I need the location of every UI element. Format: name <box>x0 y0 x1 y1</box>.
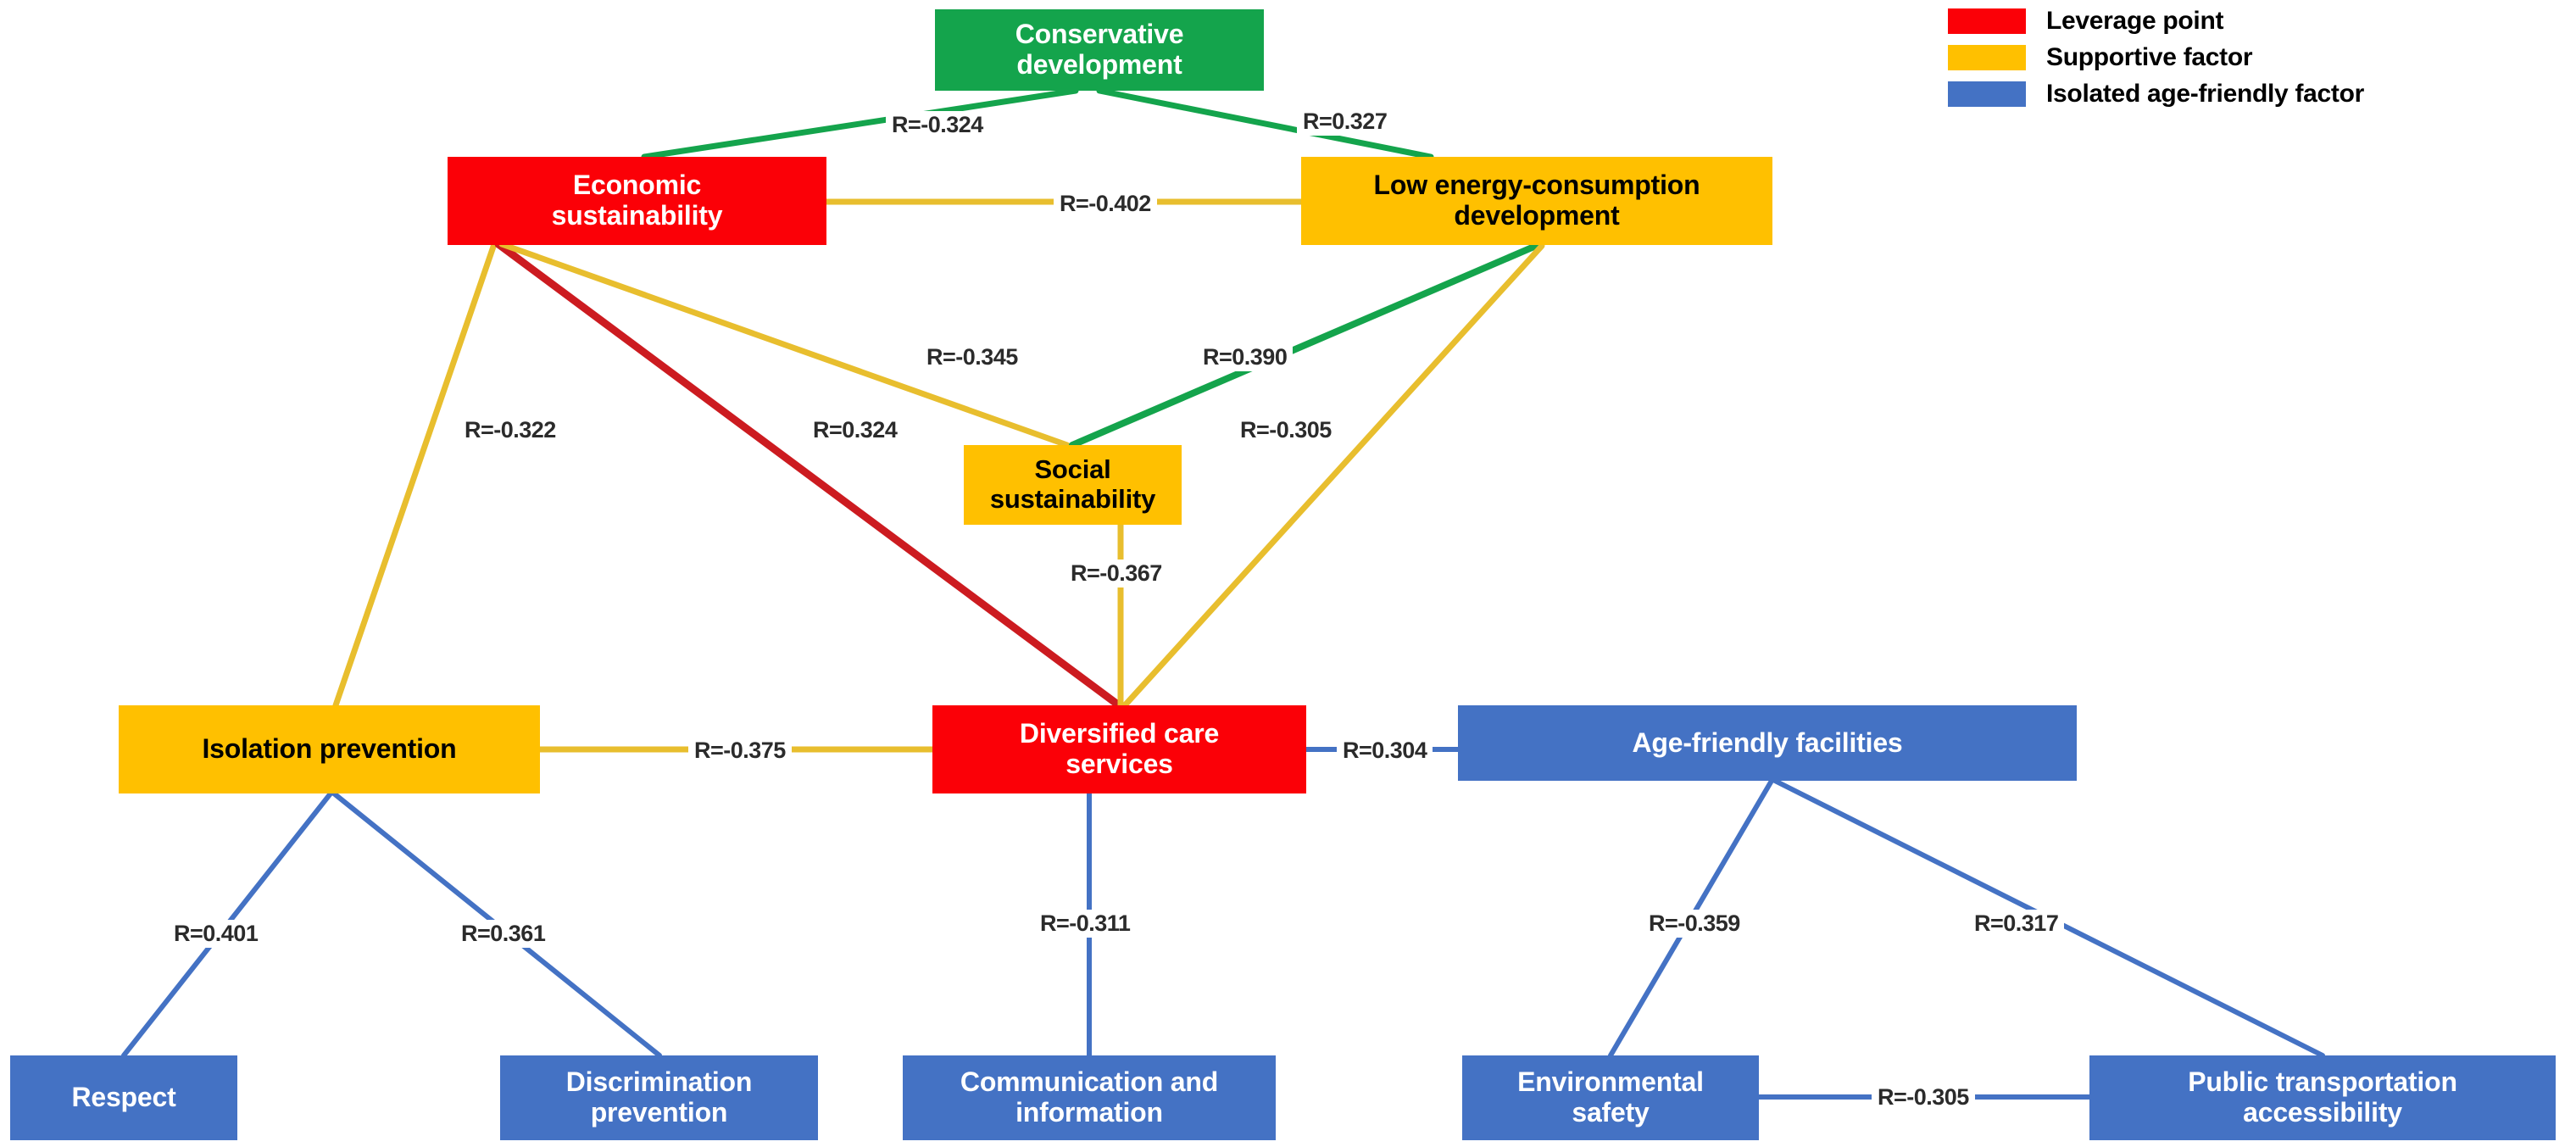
legend-item-isolated_age_friendly_factor: Isolated age-friendly factor <box>1948 80 2364 108</box>
node-public-transportation-accessibility[interactable]: Public transportation accessibility <box>2089 1055 2556 1140</box>
node-respect[interactable]: Respect <box>10 1055 237 1140</box>
edge-label-isolation-discrimination: R=0.361 <box>455 920 552 948</box>
legend-label-leverage_point: Leverage point <box>2046 6 2224 35</box>
edge-label-isolation-diversified: R=-0.375 <box>688 737 792 765</box>
node-isolation-prevention[interactable]: Isolation prevention <box>119 705 540 793</box>
edge-lowenergy-social <box>1069 242 1539 448</box>
node-label: Isolation prevention <box>202 733 457 765</box>
node-label: Communication and information <box>960 1066 1219 1128</box>
node-environmental-safety[interactable]: Environmental safety <box>1462 1055 1759 1140</box>
edge-economic-social <box>498 241 1071 448</box>
edge-label-lowenergy-social: R=0.390 <box>1197 343 1294 371</box>
edge-label-conservative-economic: R=-0.324 <box>886 111 989 139</box>
edge-label-conservative-lowenergy: R=0.327 <box>1297 108 1394 136</box>
edge-label-economic-diversified: R=0.324 <box>807 416 904 444</box>
node-label: Public transportation accessibility <box>2188 1066 2457 1128</box>
node-label: Diversified care services <box>1019 718 1220 779</box>
legend-swatch-supportive_factor <box>1948 44 2026 70</box>
edge-label-lowenergy-diversified: R=-0.305 <box>1234 416 1338 444</box>
edge-label-diversified-communication: R=-0.311 <box>1034 910 1137 938</box>
node-label: Age-friendly facilities <box>1632 727 1903 758</box>
edge-lowenergy-diversified <box>1121 242 1545 709</box>
node-label: Discrimination prevention <box>565 1066 753 1128</box>
edge-label-agefriendly-publictransport: R=0.317 <box>1968 910 2065 938</box>
node-economic-sustainability[interactable]: Economic sustainability <box>448 157 826 245</box>
legend-swatch-isolated_age_friendly_factor <box>1948 81 2026 107</box>
edge-economic-isolation <box>332 241 498 709</box>
edge-economic-diversified <box>494 240 1123 710</box>
edge-label-social-diversified: R=-0.367 <box>1065 560 1168 587</box>
edge-conservative-economic <box>641 87 1079 160</box>
node-age-friendly-facilities[interactable]: Age-friendly facilities <box>1458 705 2077 781</box>
node-label: Economic sustainability <box>551 170 723 231</box>
node-label: Environmental safety <box>1517 1066 1704 1128</box>
legend-swatch-leverage_point <box>1948 8 2026 34</box>
edge-label-agefriendly-environmental: R=-0.359 <box>1643 910 1746 938</box>
node-communication-and-information[interactable]: Communication and information <box>903 1055 1276 1140</box>
node-discrimination-prevention[interactable]: Discrimination prevention <box>500 1055 818 1140</box>
node-label: Social sustainability <box>989 454 1156 514</box>
edge-label-environmental-publictransport: R=-0.305 <box>1872 1083 1975 1111</box>
edge-label-diversified-agefriendly: R=0.304 <box>1337 737 1433 765</box>
edge-label-isolation-respect: R=0.401 <box>168 920 264 948</box>
node-low-energy-consumption-development[interactable]: Low energy-consumption development <box>1301 157 1772 245</box>
edge-label-economic-lowenergy: R=-0.402 <box>1054 190 1157 218</box>
legend-item-leverage_point: Leverage point <box>1948 7 2364 35</box>
edge-conservative-lowenergy <box>1096 87 1434 160</box>
edge-label-economic-social: R=-0.345 <box>921 343 1024 371</box>
legend-label-isolated_age_friendly_factor: Isolated age-friendly factor <box>2046 79 2365 108</box>
node-label: Respect <box>71 1082 176 1113</box>
legend-item-supportive_factor: Supportive factor <box>1948 43 2364 71</box>
node-label: Low energy-consumption development <box>1373 170 1700 231</box>
node-diversified-care-services[interactable]: Diversified care services <box>932 705 1306 793</box>
node-social-sustainability[interactable]: Social sustainability <box>964 445 1182 525</box>
node-conservative-development[interactable]: Conservative development <box>935 9 1264 91</box>
node-label: Conservative development <box>1015 19 1184 80</box>
legend-label-supportive_factor: Supportive factor <box>2046 42 2253 71</box>
edge-label-economic-isolation: R=-0.322 <box>459 416 562 444</box>
